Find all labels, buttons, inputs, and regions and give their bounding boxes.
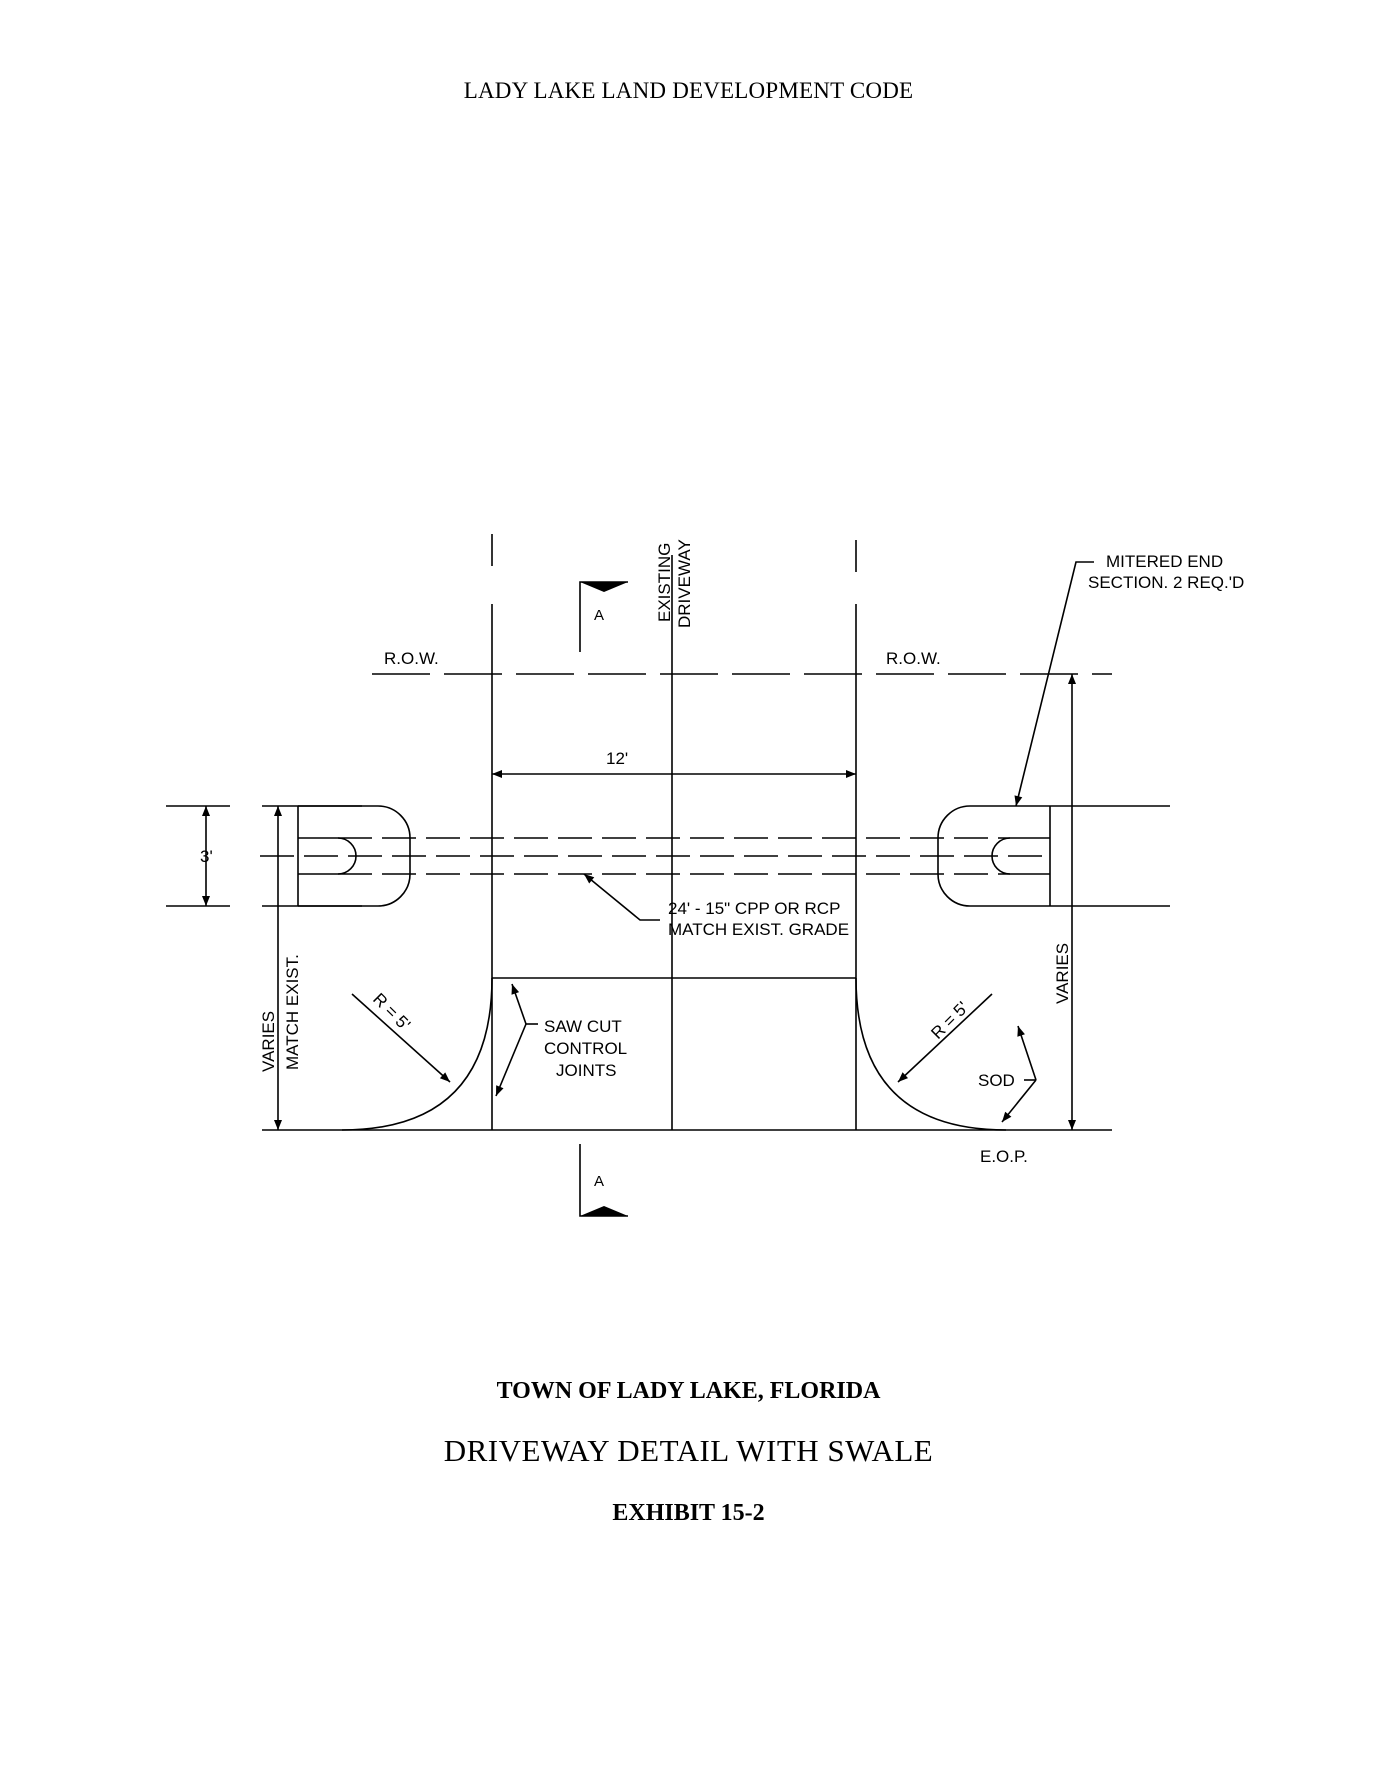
pipe-label-line1: 24' - 15" CPP OR RCP [668,899,840,918]
saw-cut-label-line1: SAW CUT [544,1017,622,1036]
radius-arc-right [855,977,1007,1131]
section-mark-top [579,581,628,652]
varies-left-label: VARIES [259,1011,278,1072]
pipe-lines [260,837,1050,875]
varies-right-label: VARIES [1053,943,1072,1004]
saw-cut-label-line2: CONTROL [544,1039,627,1058]
leader-pipe [583,873,660,921]
row-label-right: R.O.W. [886,649,941,668]
dimension-pipe-label: 3' [200,847,213,866]
driveway-label: DRIVEWAY [675,539,694,628]
row-label-left: R.O.W. [384,649,439,668]
sod-label: SOD [978,1071,1015,1090]
leader-mitered [1014,561,1094,807]
leader-radius-right [897,993,993,1083]
section-label-bottom: A [594,1173,604,1190]
title-town: TOWN OF LADY LAKE, FLORIDA [496,1378,881,1404]
leader-radius-left [351,993,451,1083]
leader-sod [1001,1025,1037,1123]
radius-label-right: R = 5' [927,998,972,1043]
section-label-top: A [594,607,604,624]
pipe-label-line2: MATCH EXIST. GRADE [668,920,849,939]
radius-label-left: R = 5' [369,989,414,1034]
existing-label: EXISTING [655,543,674,622]
leader-saw-cut [495,983,538,1097]
section-mark-bottom [579,1144,628,1217]
page-header: LADY LAKE LAND DEVELOPMENT CODE [463,78,914,103]
dimension-width-label: 12' [606,749,628,768]
radius-arc-left [341,977,493,1131]
title-detail: DRIVEWAY DETAIL WITH SWALE [443,1433,934,1468]
saw-cut-label-line3: JOINTS [556,1061,616,1080]
eop-label: E.O.P. [980,1147,1028,1166]
mitered-label-line1: MITERED END [1106,552,1223,571]
title-exhibit: EXHIBIT 15-2 [612,1500,765,1526]
match-exist-label: MATCH EXIST. [283,954,302,1070]
mitered-label-line2: SECTION. 2 REQ.'D [1088,573,1244,592]
